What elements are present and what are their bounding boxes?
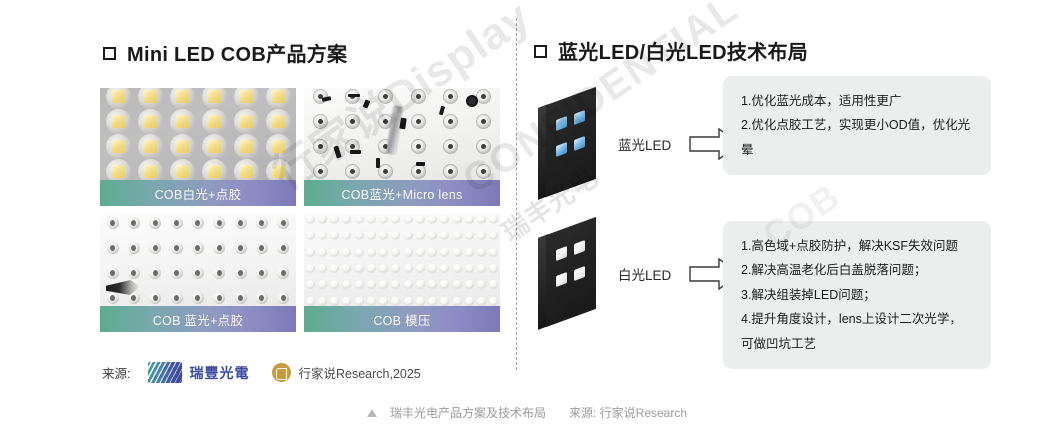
- left-heading-text: Mini LED COB产品方案: [127, 44, 348, 66]
- photo-image-cob-white: [100, 88, 296, 180]
- callout-line: 2.解决高温老化后白盖脱落问题；: [741, 263, 927, 278]
- led-dot-array: [304, 88, 500, 180]
- photo-caption: COB蓝光+Micro lens: [304, 180, 500, 206]
- right-heading-text: 蓝光LED/白光LED技术布局: [558, 42, 809, 64]
- callout-line: 2.优化点胶工艺，实现更小OD值，优化光晕: [741, 118, 971, 157]
- photo-cob-blue-microlens: COB蓝光+Micro lens: [304, 88, 500, 206]
- left-section-heading: Mini LED COB产品方案: [103, 38, 347, 67]
- callout-blue-led: 1.优化蓝光成本，适用性更广 2.优化点胶工艺，实现更小OD值，优化光晕: [723, 76, 991, 176]
- triangle-bullet-icon: [366, 408, 377, 417]
- source-row: 来源: 瑞豐光電 行家说Research,2025: [102, 362, 421, 383]
- photo-cob-molding: COB 模压: [304, 214, 500, 332]
- footer-caption: 瑞丰光电产品方案及技术布局: [389, 406, 546, 420]
- photo-caption: COB 蓝光+点胶: [100, 306, 296, 332]
- led-dot-array: [304, 214, 500, 306]
- blue-led-label: 蓝光LED: [618, 138, 672, 153]
- section-divider: [516, 18, 517, 370]
- square-bullet-icon: [534, 45, 547, 58]
- tech-row-blue-led: 蓝光LED: [536, 86, 742, 200]
- callout-line: 1.优化蓝光成本，适用性更广: [741, 94, 902, 108]
- probe-artifact: [106, 280, 140, 295]
- blue-led-chip-icon: [536, 86, 604, 200]
- photo-cob-blue-dispensing: COB 蓝光+点胶: [100, 214, 296, 332]
- led-dot-array: [100, 88, 296, 180]
- led-dot-array: [102, 214, 294, 306]
- white-led-chip-icon: [536, 216, 604, 330]
- photo-caption: COB 模压: [304, 306, 500, 332]
- callout-line: 3.解决组装掉LED问题；: [741, 287, 876, 302]
- photo-cob-white-dispensing: COB白光+点胶: [100, 88, 296, 206]
- hangjiashuo-logo-icon: [272, 363, 292, 382]
- slide-footer: 瑞丰光电产品方案及技术布局 来源: 行家说Research: [0, 404, 1054, 421]
- photo-caption: COB白光+点胶: [100, 180, 296, 206]
- product-photo-grid: COB白光+点胶: [100, 88, 500, 338]
- square-bullet-icon: [103, 47, 116, 60]
- tech-row-white-led: 白光LED: [536, 216, 742, 330]
- hangjiashuo-logo-text: 行家说Research,2025: [298, 367, 421, 381]
- ruifeng-logo-icon: [148, 362, 183, 383]
- photo-image-cob-blue-glue: [100, 214, 296, 306]
- ruifeng-logo-text: 瑞豐光電: [189, 364, 250, 381]
- footer-source: 来源: 行家说Research: [568, 406, 688, 420]
- ruifeng-logo: 瑞豐光電: [148, 362, 249, 383]
- hangjiashuo-logo: 行家说Research,2025: [272, 363, 421, 382]
- photo-image-cob-mold: [304, 214, 500, 306]
- white-led-label: 白光LED: [618, 268, 672, 283]
- callout-white-led: 1.高色域+点胶防护，解决KSF失效问题 2.解决高温老化后白盖脱落问题； 3.…: [723, 221, 991, 369]
- right-section-heading: 蓝光LED/白光LED技术布局: [534, 36, 808, 65]
- source-label: 来源:: [102, 367, 131, 381]
- component-ring: [466, 95, 478, 107]
- photo-image-cob-blue-lens: [304, 88, 500, 180]
- callout-line: 1.高色域+点胶防护，解决KSF失效问题: [741, 239, 959, 253]
- callout-line: 4.提升角度设计，lens上设计二次光学，可做凹坑工艺: [741, 312, 962, 351]
